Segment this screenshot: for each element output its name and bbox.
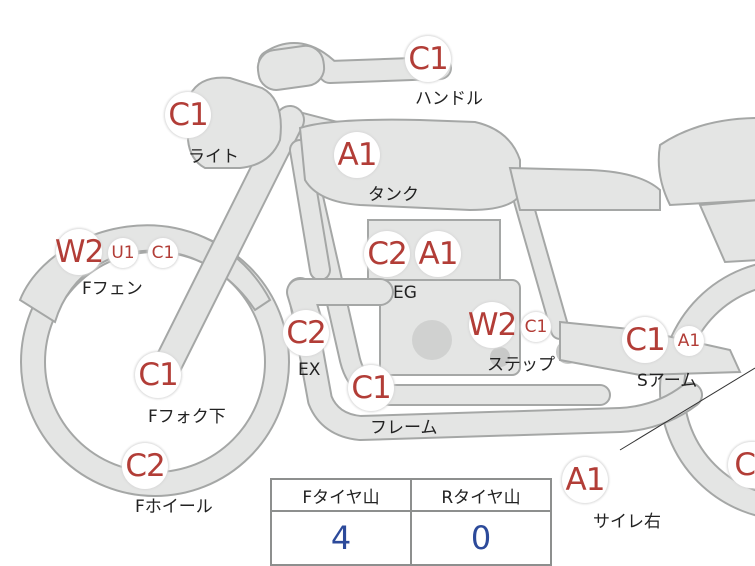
- s-arm-code-1: C1: [622, 317, 668, 363]
- eg-code-2: A1: [415, 231, 461, 277]
- eg-label: EG: [393, 283, 417, 303]
- rear-body: [508, 166, 661, 211]
- eg-code-1: C2: [364, 231, 410, 277]
- f-wheel-code-1: C2: [122, 443, 168, 489]
- step-code-1: W2: [468, 302, 517, 348]
- silencer-right-code-1: A1: [562, 457, 608, 503]
- s-arm-label: Sアーム: [637, 371, 698, 391]
- frame-label: フレーム: [370, 418, 438, 438]
- rear-tire-tread-value: 0: [410, 510, 552, 566]
- f-fork-label: Fフォク下: [148, 407, 226, 427]
- light-label: ライト: [188, 147, 239, 167]
- f-fender-code-1: W2: [55, 229, 104, 275]
- seat: [657, 117, 755, 207]
- f-fender-label: Fフェン: [82, 279, 143, 299]
- handle-code-1: C1: [405, 36, 451, 82]
- f-fender-code-3: C1: [148, 238, 178, 268]
- light-code-1: C1: [165, 92, 211, 138]
- rear-frame: [698, 199, 755, 264]
- step-code-2: C1: [521, 312, 551, 342]
- f-fender-code-2: U1: [108, 238, 138, 268]
- s-arm-code-2: A1: [674, 326, 704, 356]
- rear-wheel: [659, 263, 755, 517]
- ex-code-1: C2: [283, 310, 329, 356]
- step-label: ステップ: [487, 355, 555, 375]
- front-tire-tread-header: Fタイヤ山: [270, 478, 412, 512]
- handle-label: ハンドル: [415, 89, 483, 109]
- tire-tread-table: Fタイヤ山 Rタイヤ山 4 0: [270, 478, 552, 566]
- frame-code-1: C1: [348, 365, 394, 411]
- r-wheel-code-1: C: [728, 442, 755, 488]
- ex-label: EX: [298, 360, 321, 380]
- front-tire-tread-value: 4: [270, 510, 412, 566]
- f-fork-code-1: C1: [135, 352, 181, 398]
- handlebar: [256, 42, 452, 91]
- silencer-right-label: サイレ右: [593, 512, 661, 532]
- tank-code-1: A1: [334, 132, 380, 178]
- silencer-leader-line: [619, 367, 755, 451]
- tank-label: タンク: [368, 185, 419, 205]
- headlight: [186, 76, 282, 169]
- f-wheel-label: Fホイール: [135, 497, 213, 517]
- rear-tire-tread-header: Rタイヤ山: [410, 478, 552, 512]
